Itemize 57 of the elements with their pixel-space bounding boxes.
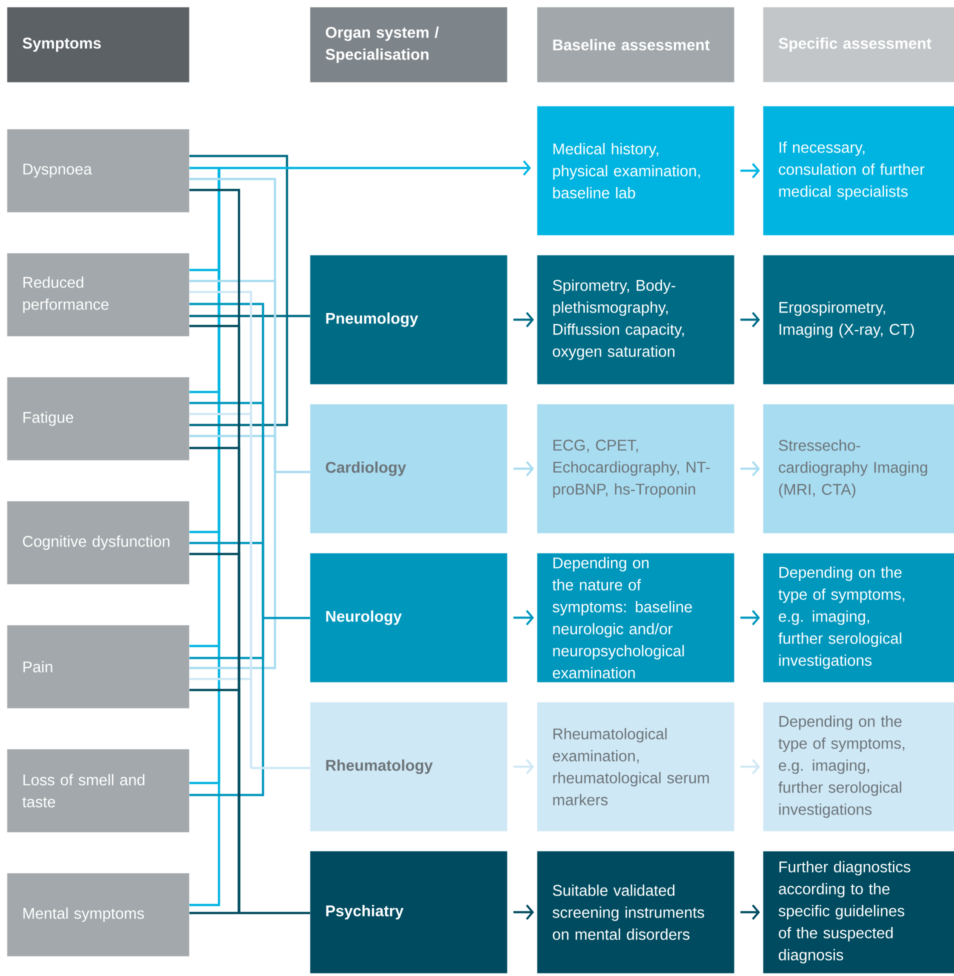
header-box: Symptoms [7,7,190,82]
arrow [219,160,531,176]
assessment-box: Spirometry, Body-plethismography, Diffussion capacity, oxygen saturation [537,255,734,384]
arrow [513,461,534,476]
connector-line [189,688,240,913]
connector-line [189,472,276,670]
specialisation-box: Neurology [310,553,508,682]
connector-line [189,166,219,170]
connector-line [189,168,220,906]
assessment-box: Stressecho-cardiography Imaging (MRI, CTA) [763,404,954,534]
connector-line [239,912,310,914]
header-box: Organ system / Specialisation [310,7,508,82]
connector-line [263,616,310,620]
assessment-box: ECG, CPET, Echocardiography, NT-proBNP, hs-Troponin [537,404,734,534]
assessment-box: Depending on the type of symptoms, e.g. imaging, further serological investigations [763,553,954,682]
assessment-box: Ergospirometry, Imaging (X-ray, CT) [763,255,954,384]
symptom-box: Reduced performance [7,253,190,336]
arrow [513,312,534,328]
arrow [513,610,534,626]
specialisation-box: Pneumology [310,255,508,384]
connector-line [189,316,288,426]
arrow [740,312,760,328]
symptom-box: Mental symptoms [7,873,190,956]
connector-line [189,314,287,318]
symptom-box: Loss of smell and taste [7,749,190,832]
assessment-box: Medical history, physical examination, baseline lab [537,106,734,236]
arrow [740,759,760,774]
connector-line [189,678,252,768]
arrow [740,461,760,476]
specialisation-box: Cardiology [310,404,508,534]
specialisation-box: Rheumatology [310,702,508,832]
connector-line [189,434,276,472]
symptom-box: Fatigue [7,377,190,460]
connector-line [189,154,288,316]
arrow [740,904,760,920]
header-box: Baseline assessment [537,7,734,82]
assessment-box: Suitable validated screening instruments on mental disorders [537,851,734,974]
symptom-box: Dyspnoea [7,129,190,212]
connector-line [275,470,310,474]
arrow [513,759,534,774]
specialisation-box: Psychiatry [310,851,508,974]
header-box: Specific assessment [763,7,954,82]
assessment-box: Further diagnostics according to the specific guidelines of the suspected diagnosis [763,851,954,974]
symptom-box: Pain [7,625,190,708]
connector-line [189,618,264,796]
assessment-box: Depending on the nature of symptoms: baseline neurologic and/or neuropsychological examination [537,553,734,682]
assessment-box: Rheumatological examination, rheumatological serum markers [537,702,734,832]
symptom-box: Cognitive dysfunction [7,501,190,584]
connector-line [189,542,264,618]
arrow [740,163,760,178]
assessment-box: Depending on the type of symptoms, e.g. imaging, further serological investigations [763,702,954,832]
arrow [513,904,534,920]
connector-line [189,912,239,914]
connector-line [251,766,310,770]
arrow [740,610,760,626]
connector-line [287,314,310,318]
assessment-box: If necessary, consulation of further medical specialists [763,106,954,236]
